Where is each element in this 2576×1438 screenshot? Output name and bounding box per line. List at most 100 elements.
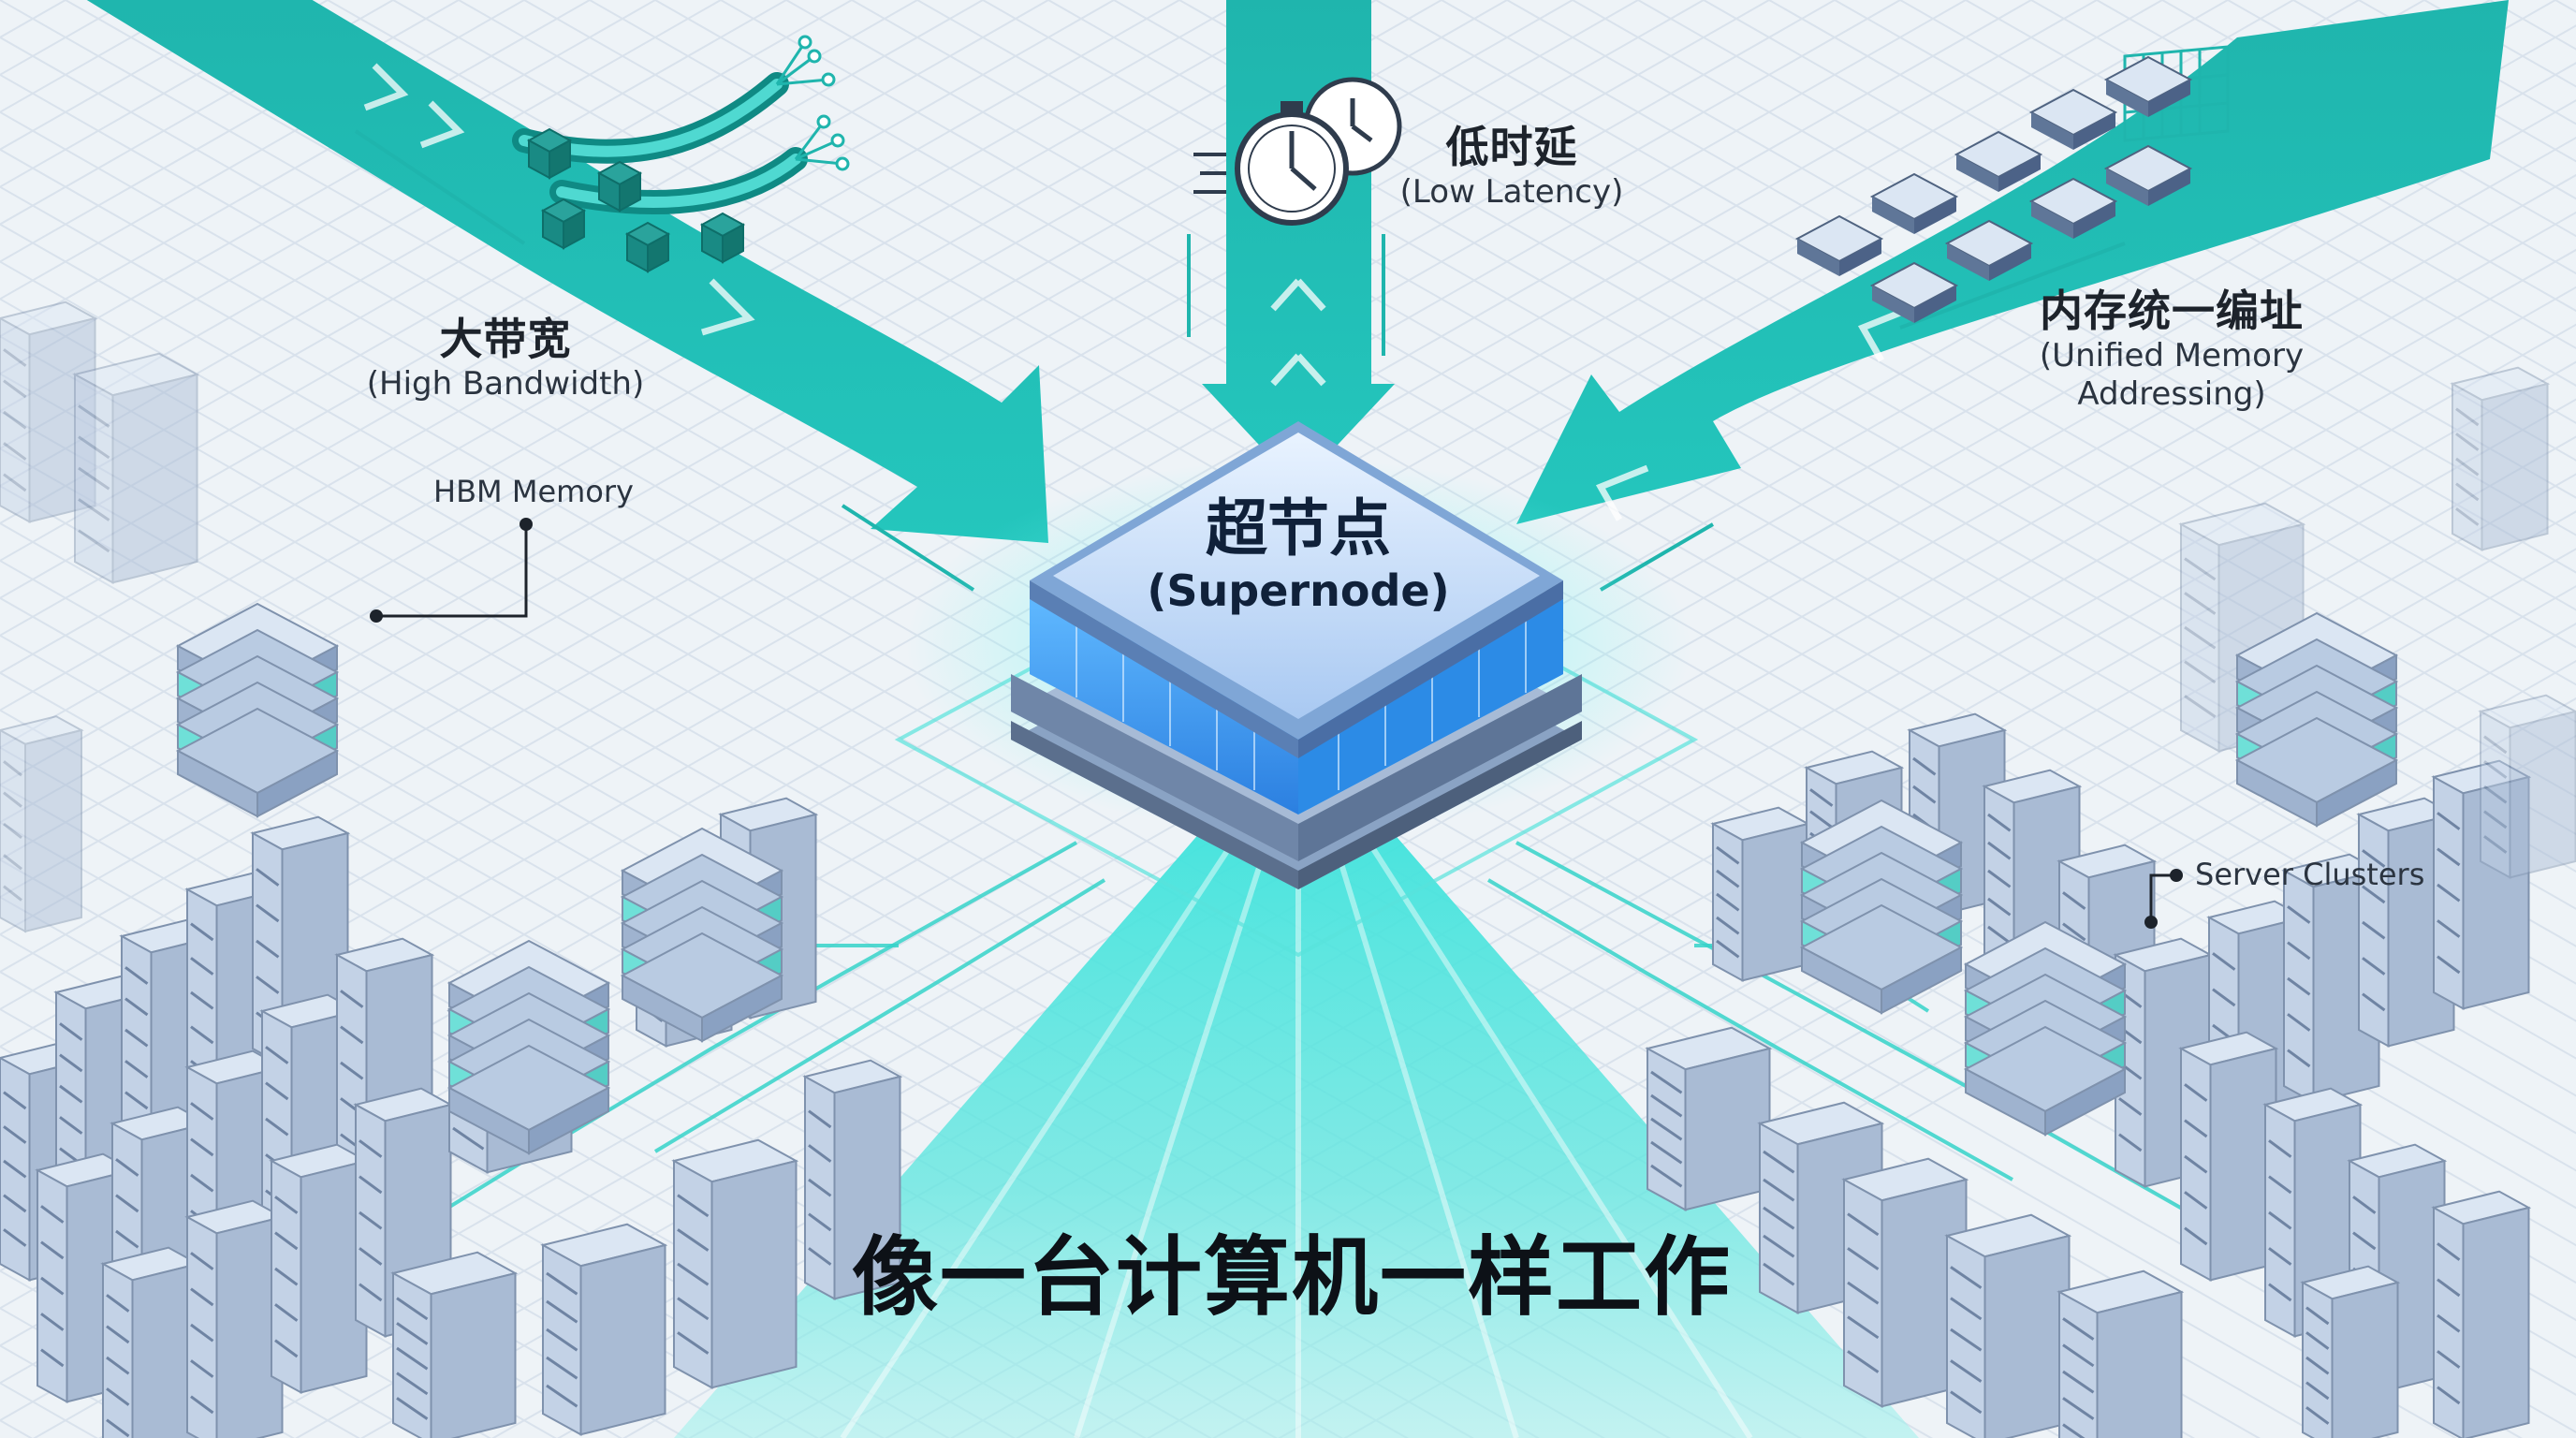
supernode-hub — [894, 421, 1699, 958]
beam-streak — [1326, 823, 1519, 1438]
server-rack — [269, 1143, 370, 1395]
supernode-title: 超节点 — [1206, 492, 1391, 565]
server-rack — [2178, 1031, 2279, 1283]
bandwidth-chip — [526, 127, 573, 180]
server-rack — [2431, 1190, 2532, 1438]
grid-line — [0, 0, 1180, 674]
beam-streak — [1074, 823, 1276, 1438]
grid-line — [0, 0, 1639, 936]
grid-line — [1899, 0, 2576, 387]
grid-line — [0, 0, 460, 263]
light-beam — [674, 824, 1919, 1438]
grid-line — [654, 0, 2576, 1097]
server-rack — [802, 1059, 903, 1301]
flow-chevron — [1270, 278, 1326, 312]
grid-line — [0, 0, 1246, 712]
server-callout-end — [2144, 916, 2158, 929]
hbm-memory-stack — [2234, 611, 2399, 828]
grid-line — [0, 896, 951, 1438]
supernode-label: 超节点 (Supernode) — [1076, 492, 1520, 617]
memory-chip-array — [1794, 55, 2193, 323]
memory-chip — [2028, 177, 2118, 239]
hbm-memory-callout: HBM Memory — [433, 474, 634, 509]
grid-line — [1834, 0, 2576, 424]
server-rack — [100, 1246, 201, 1438]
hbm-callout-dot — [520, 518, 533, 531]
grid-line — [0, 0, 2032, 1160]
grid-line — [523, 0, 2576, 1172]
latency-subtitle: (Low Latency) — [1399, 173, 1624, 212]
flow-chevron — [1270, 353, 1326, 387]
grid-line — [0, 0, 656, 375]
circuit-trace — [1486, 878, 2013, 1181]
bandwidth-chip — [624, 221, 671, 273]
bandwidth-chip — [596, 160, 643, 213]
hbm-memory-stack — [446, 939, 611, 1155]
server-rack — [1710, 806, 1811, 983]
memory-label: 内存统一编址 (Unified Memory Addressing) — [2012, 286, 2331, 414]
circuit-trace — [1515, 841, 2247, 1247]
grid-line — [0, 858, 1017, 1438]
server-rack — [1645, 1026, 1773, 1211]
server-rack — [540, 1223, 668, 1436]
hbm-memory-stack — [1799, 799, 1964, 1015]
grid-line — [0, 932, 886, 1438]
server-rack — [2478, 694, 2576, 880]
memory-subtitle-line1: (Unified Memory — [2039, 337, 2305, 375]
grid-line — [1178, 0, 2576, 799]
beam-streak — [840, 822, 1248, 1438]
server-callout-dot — [2170, 869, 2183, 882]
circuit-trace — [653, 878, 1106, 1153]
bandwidth-chip — [699, 212, 746, 264]
grid-line — [0, 0, 853, 488]
grid-line — [2096, 0, 2576, 275]
beam-streaks — [840, 822, 1753, 1438]
latency-label: 低时延 (Low Latency) — [1376, 122, 1647, 212]
memory-chip — [1869, 172, 1959, 234]
memory-chip — [2103, 55, 2193, 117]
grid-line — [785, 0, 2576, 1022]
bandwidth-subtitle: (High Bandwidth) — [366, 365, 645, 404]
grid-line — [0, 821, 1082, 1438]
server-callout-line — [2149, 873, 2176, 922]
grid-line — [0, 0, 787, 450]
grid-line — [0, 0, 525, 301]
server-rack — [2300, 1265, 2401, 1438]
grid-line — [0, 0, 1967, 1123]
memory-chip — [1869, 261, 1959, 323]
grid-line — [589, 0, 2576, 1135]
thin-arrow — [1899, 242, 2126, 330]
latency-title: 低时延 — [1445, 122, 1578, 172]
grid-line — [0, 0, 1311, 749]
memory-chip — [1794, 214, 1884, 276]
flow-chevron — [419, 100, 465, 149]
memory-chip — [1954, 130, 2043, 192]
flow-chevron — [1857, 305, 1911, 362]
tagline: 像一台计算机一样工作 — [851, 1227, 1732, 1328]
grid-line — [0, 0, 722, 413]
grid-line — [1310, 0, 2576, 724]
circuit-traces — [279, 841, 2247, 1313]
server-rack — [184, 1199, 285, 1438]
server-rack — [1944, 1213, 2072, 1438]
server-rack — [72, 352, 200, 584]
beam-streak — [1354, 822, 1753, 1438]
server-clusters — [0, 301, 2576, 1438]
hbm-callout-line — [376, 524, 528, 618]
bandwidth-title: 大带宽 — [439, 314, 572, 364]
server-rack — [0, 301, 98, 524]
grid-line — [0, 0, 2098, 1197]
grid-line — [0, 0, 1377, 786]
grid-line — [0, 0, 1901, 1086]
hbm-callout-end — [370, 609, 383, 623]
server-rack — [1757, 1101, 1885, 1314]
server-rack — [2056, 1269, 2185, 1438]
thin-arrow — [354, 129, 526, 245]
bandwidth-label: 大带宽 (High Bandwidth) — [309, 314, 702, 404]
supernode-subtitle: (Supernode) — [1147, 565, 1450, 617]
server-rack — [390, 1251, 519, 1438]
stopwatch-icon — [1193, 77, 1402, 226]
bandwidth-flow-arrow — [86, 0, 1048, 543]
